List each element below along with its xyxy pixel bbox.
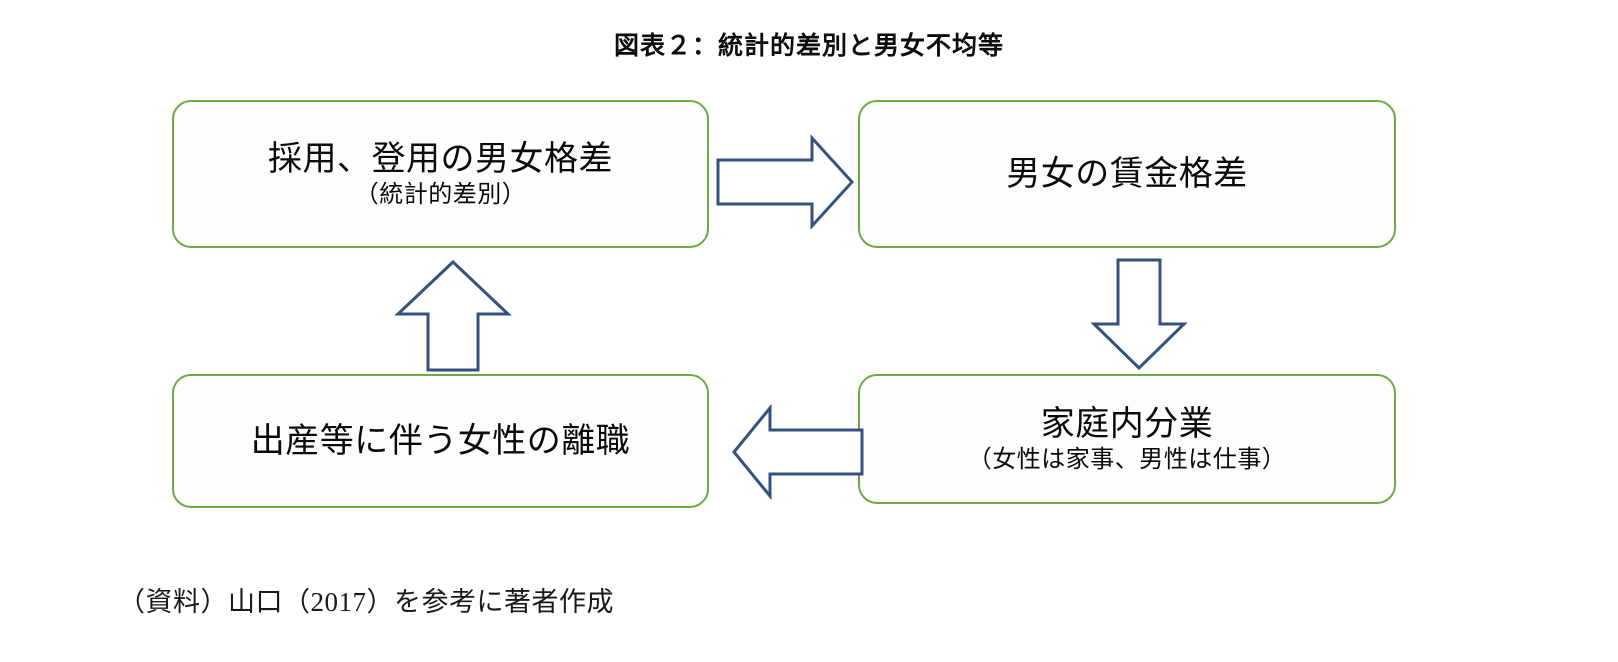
node-household-division-sublabel: （女性は家事、男性は仕事）	[967, 445, 1287, 473]
source-note: （資料）山口（2017）を参考に著者作成	[118, 587, 614, 617]
arrow-left-icon	[732, 403, 864, 501]
arrow-down-icon	[1090, 258, 1188, 371]
page-title: 図表２：統計的差別と男女不均等	[613, 32, 1004, 60]
node-household-division: 家庭内分業 （女性は家事、男性は仕事）	[858, 374, 1396, 504]
arrow-up-icon	[394, 259, 512, 372]
node-recruit-gap: 採用、登用の男女格差 （統計的差別）	[172, 100, 709, 248]
node-female-attrition-label: 出産等に伴う女性の離職	[250, 421, 631, 460]
node-household-division-label: 家庭内分業	[1040, 404, 1214, 443]
node-wage-gap: 男女の賃金格差	[858, 100, 1396, 248]
node-recruit-gap-sublabel: （統計的差別）	[354, 180, 527, 208]
node-wage-gap-label: 男女の賃金格差	[1006, 154, 1248, 193]
arrow-right-icon	[716, 134, 855, 230]
node-recruit-gap-label: 採用、登用の男女格差	[268, 139, 613, 178]
node-female-attrition: 出産等に伴う女性の離職	[172, 374, 709, 508]
